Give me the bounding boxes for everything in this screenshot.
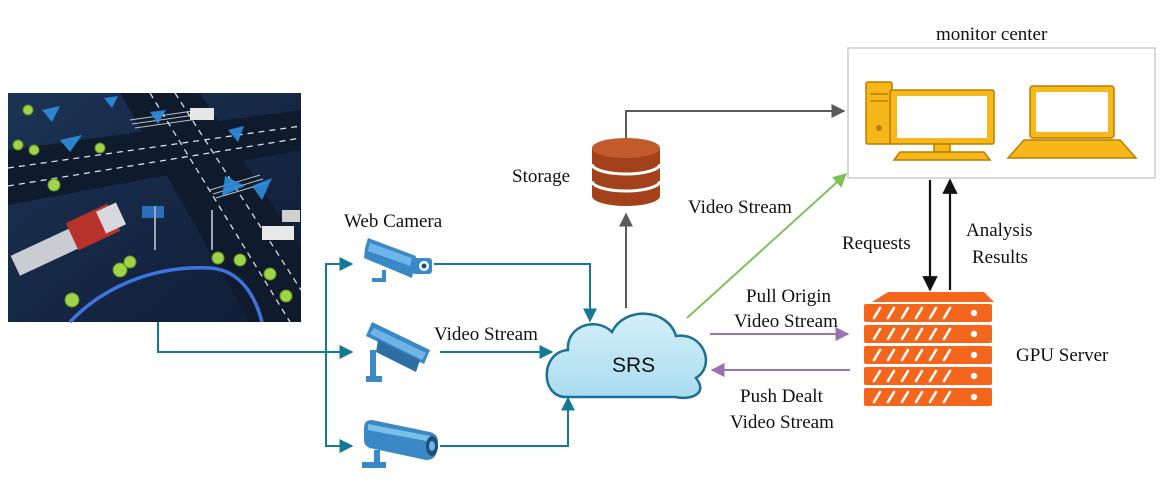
server-slab [864,367,992,385]
camera-connections [157,257,597,453]
gpu-server-label: GPU Server [1016,345,1109,366]
server-slab [864,325,992,343]
srs-cloud-icon [545,312,708,400]
analysis-results-label-line2: Results [972,247,1028,268]
desktop-pc-icon [865,81,995,161]
srs-to-monitor-arrow [686,173,848,319]
storage-database-icon [590,138,662,206]
server-slab [864,346,992,364]
truck [10,202,127,276]
monitor-center-label: monitor center [936,24,1048,45]
requests-label: Requests [842,233,911,254]
box-camera-icon [366,322,430,382]
srs-label: SRS [612,354,655,377]
dome-camera-icon [362,420,438,468]
traffic-scene-image [7,92,302,324]
video-stream-label-monitor: Video Stream [688,197,792,218]
analysis-results-label-line1: Analysis [966,220,1033,241]
push-dealt-label-line2: Video Stream [730,412,834,433]
server-slab [864,304,992,322]
storage-to-monitor-arrow [625,104,846,138]
web-camera-icon [364,238,432,282]
pull-origin-label-line2: Video Stream [734,311,838,332]
push-dealt-label-line1: Push Dealt [740,386,824,407]
pull-origin-label-line1: Pull Origin [746,286,831,307]
server-slab [864,388,992,406]
gpu-server-icon [864,292,994,406]
web-camera-label: Web Camera [344,211,443,232]
video-stream-label-cameras: Video Stream [434,324,538,345]
storage-label: Storage [512,166,570,187]
laptop-icon [1006,85,1138,159]
